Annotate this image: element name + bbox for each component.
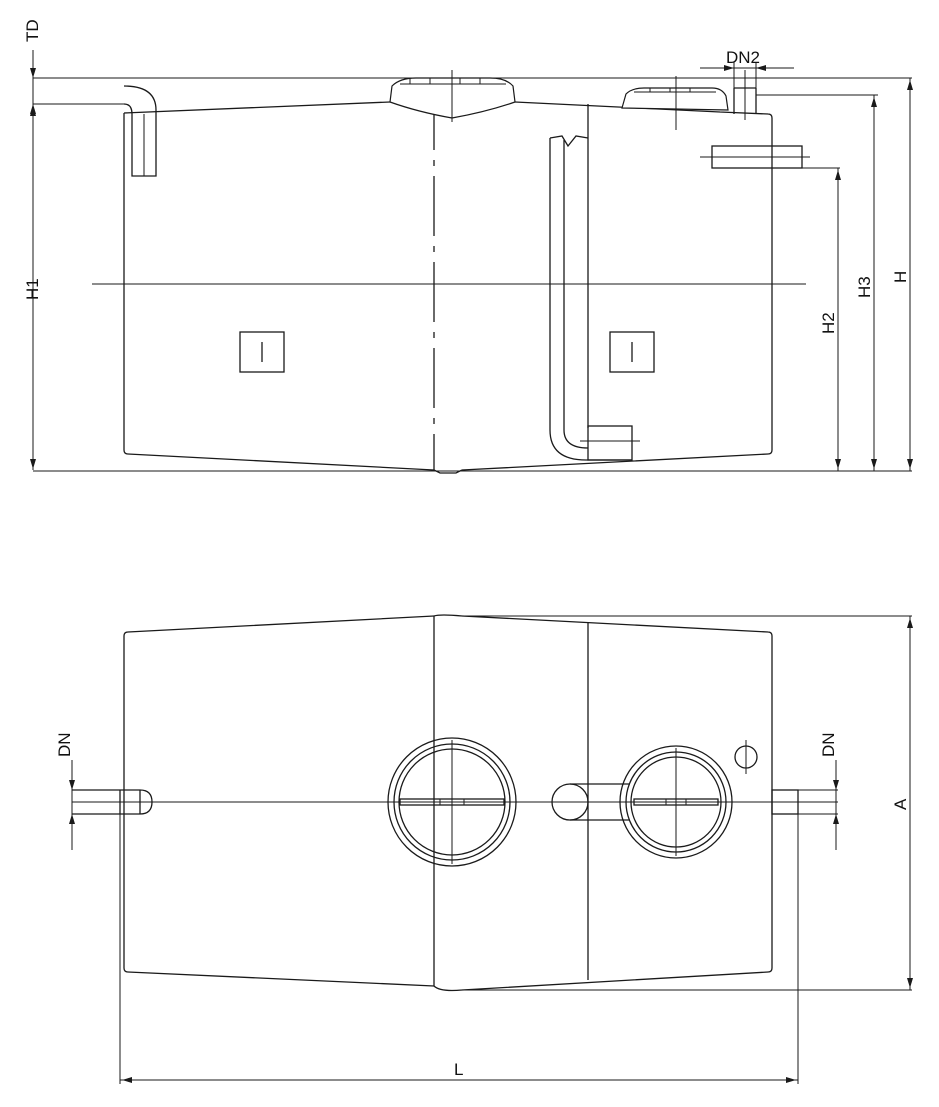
side-tank-left-outline [123, 101, 435, 471]
h1-arrow-up [30, 106, 36, 116]
h2-arrow-up [835, 170, 841, 180]
dn2-arrow-left [756, 65, 766, 71]
top-outlet-stub [771, 789, 799, 815]
top-middle-band [433, 614, 463, 992]
dn-right-arrow-down [833, 780, 839, 790]
label-l: L [454, 1060, 463, 1079]
label-h1: H1 [23, 278, 42, 300]
dn-left-arrow-down [69, 780, 75, 790]
side-transfer-pipe [549, 138, 632, 461]
label-a: A [891, 798, 910, 810]
dn2-arrow-right [724, 65, 734, 71]
dn-right-arrow-up [833, 814, 839, 824]
side-view: TD DN2 H1 H2 H3 H [23, 19, 913, 474]
side-label-plate-left [239, 331, 285, 373]
a-arrow-down [907, 978, 913, 988]
top-manhole-outer [387, 737, 517, 867]
dn-left-arrow-up [69, 814, 75, 824]
label-h3: H3 [855, 276, 874, 298]
side-inlet-pipe [123, 85, 157, 177]
label-dn-right: DN [819, 732, 838, 757]
label-dn-left: DN [55, 732, 74, 757]
label-td: TD [23, 19, 42, 42]
l-arrow-right [786, 1077, 796, 1083]
top-transfer-pipe-body [570, 783, 630, 821]
label-h: H [891, 271, 910, 283]
label-dn2: DN2 [726, 48, 760, 67]
top-small-manhole-outer [619, 745, 733, 859]
h2-arrow-down [835, 459, 841, 469]
td-arrow-down [30, 68, 36, 78]
top-inlet-stub [72, 789, 153, 815]
side-small-lid-top [634, 88, 716, 93]
label-h2: H2 [819, 312, 838, 334]
top-manhole-handle [399, 798, 505, 806]
l-arrow-left [122, 1077, 132, 1083]
side-small-lid [621, 87, 729, 111]
side-manhole-lid-top [400, 78, 506, 85]
h-arrow-up [907, 80, 913, 90]
side-transfer-pipe-foot [587, 425, 633, 461]
a-arrow-up [907, 618, 913, 628]
h-arrow-down [907, 459, 913, 469]
side-transfer-pipe-top [549, 135, 589, 148]
h3-arrow-down [871, 459, 877, 469]
h1-arrow-down [30, 459, 36, 469]
h3-arrow-up [871, 97, 877, 107]
top-small-manhole-handle [633, 798, 719, 806]
top-view: DN DN A L [55, 614, 913, 1084]
side-label-plate-right [609, 331, 655, 373]
